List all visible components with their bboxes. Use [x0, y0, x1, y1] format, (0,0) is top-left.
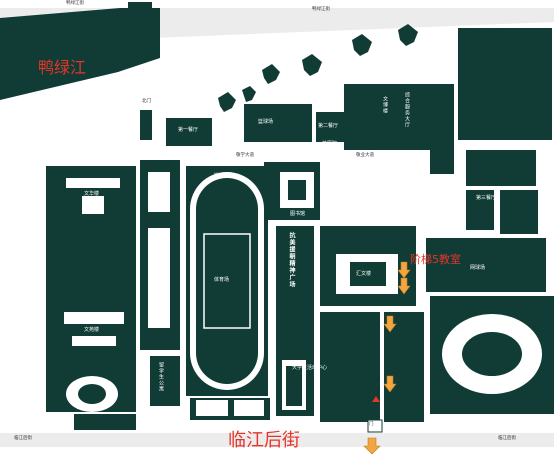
building-label: 体育场 — [214, 277, 230, 283]
south-gate-mark — [367, 419, 383, 433]
street-label: 临江后街 — [498, 436, 516, 441]
street-label: 鸭绿江街 — [312, 7, 330, 12]
building-label: 第二餐厅 — [318, 123, 339, 129]
building-label: 汇文楼 — [356, 271, 372, 277]
plaza-label: 抗美援朝精神广场 — [288, 232, 295, 288]
route-arrows — [363, 261, 411, 455]
bottom-street-band — [0, 433, 554, 447]
building-label: 图书馆 — [290, 211, 306, 217]
west-cuts — [64, 172, 264, 416]
center-core — [286, 366, 302, 406]
building-label: 第一餐厅 — [178, 127, 199, 133]
red-location-marker — [372, 396, 380, 402]
building-label: 留学生公寓 — [158, 362, 164, 392]
river-label: 鸭绿江 — [38, 58, 87, 77]
street-label: 敬学大道 — [236, 153, 254, 158]
building-label: 文博楼 — [382, 96, 388, 114]
garden-label: 杏林花海 — [496, 40, 504, 72]
street-label: 临江后街 — [14, 436, 32, 441]
building-label: 大学生活动中心 — [292, 365, 328, 371]
north-small-block — [128, 2, 152, 12]
building-label: 文苑楼 — [84, 327, 100, 333]
building-label: 篮球场 — [258, 119, 274, 125]
building-label: 综合服务大厅 — [404, 92, 410, 128]
east-ring-core — [462, 332, 522, 376]
stadium-field — [203, 233, 251, 329]
building-label: 北门 — [142, 99, 151, 104]
dorm-cluster — [218, 24, 418, 112]
river-block — [0, 8, 160, 100]
building-label: 网球场 — [470, 265, 486, 271]
garden-block — [458, 28, 552, 140]
street-label: 敬业大道 — [356, 153, 374, 158]
street-label-main: 临江后街 — [228, 430, 300, 451]
building-label: 操场 — [214, 173, 225, 179]
building-label: 东门 — [84, 419, 93, 424]
north-gate-mark — [140, 96, 156, 106]
building-label: 体育馆 — [150, 267, 166, 273]
destination-label: 阶梯5教室 — [410, 253, 461, 266]
teaching-core — [350, 262, 386, 286]
building-label: 门 — [369, 422, 374, 427]
building-label: 第三餐厅 — [476, 195, 497, 201]
library-core — [288, 180, 306, 200]
street-label: 鸭绿江街 — [66, 1, 84, 6]
building-label: 文华楼 — [84, 191, 100, 197]
building-label: 校医院 — [322, 141, 338, 147]
building-label: 排球场 — [236, 403, 252, 409]
building-label: 网球场 — [198, 403, 214, 409]
